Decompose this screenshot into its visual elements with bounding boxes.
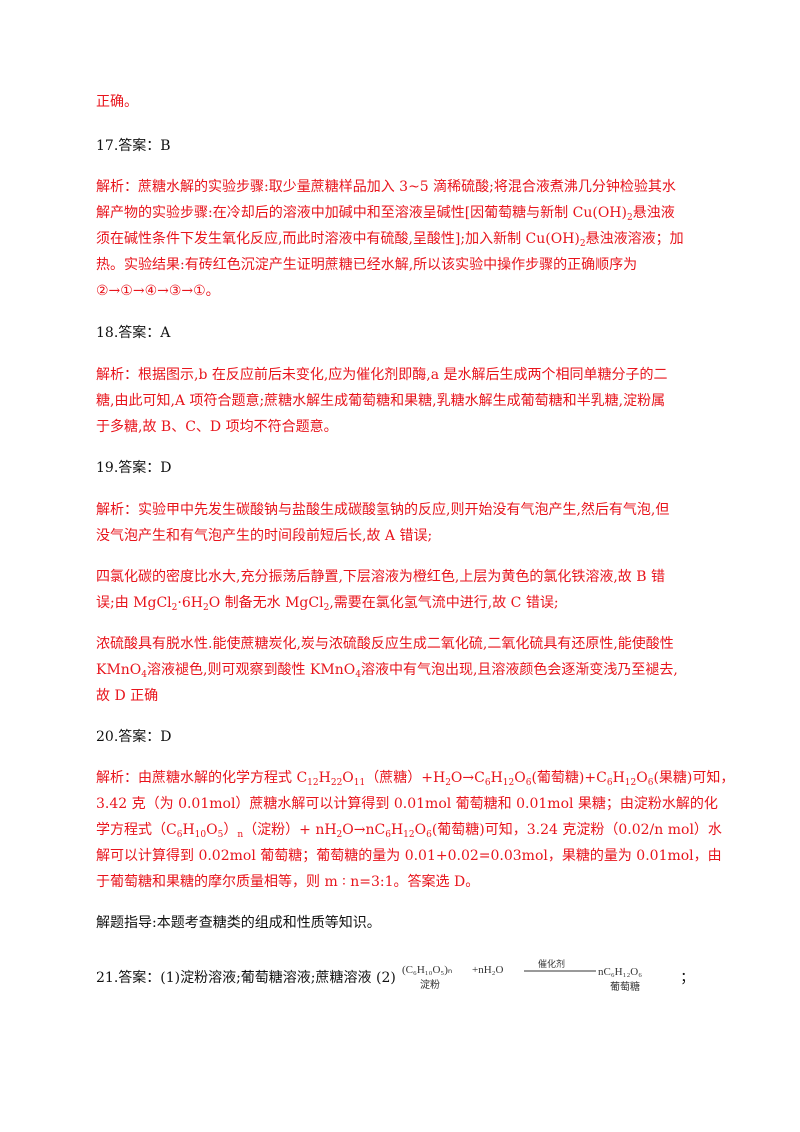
explanation-20-line-4: 解可以计算得到 0.02mol 葡萄糖；葡萄糖的量为 0.01+0.02=0.0… <box>96 848 722 864</box>
explanation-19-b-line-2: 误;由 MgCl2·6H2O 制备无水 MgCl2,需要在氯化氢气流中进行,故 … <box>96 595 559 613</box>
answer-18-heading: 18.答案：A <box>96 325 171 341</box>
explanation-19-line-1: 解析：实验甲中先发生碳酸钠与盐酸生成碳酸氢钠的反应,则开始没有气泡产生,然后有气… <box>96 502 670 518</box>
starch-hydrolysis-equation: (C₆H₁₀O₅)ₙ 淀粉 +nH₂O 催化剂 nC₆H₁₂O₆ 葡萄糖 <box>400 959 680 993</box>
equation-left-label: 淀粉 <box>420 978 440 991</box>
equation-catalyst: 催化剂 <box>538 959 565 970</box>
explanation-17-line-1: 解析：蔗糖水解的实验步骤:取少量蔗糖样品加入 3~5 滴稀硫酸;将混合液煮沸几分… <box>96 179 676 195</box>
answer-21-line: 21.答案：(1)淀粉溶液;葡萄糖溶液;蔗糖溶液 (2) (C₆H₁₀O₅)ₙ … <box>96 959 695 993</box>
explanation-19-line-2: 没气泡产生和有气泡产生的时间段前短后长,故 A 错误; <box>96 528 433 544</box>
explanation-17-line-4: 热。实验结果:有砖红色沉淀产生证明蔗糖已经水解,所以该实验中操作步骤的正确顺序为 <box>96 257 638 273</box>
explanation-19-c-line-1: 浓硫酸具有脱水性.能使蔗糖炭化,炭与浓硫酸反应生成二氧化硫,二氧化硫具有还原性,… <box>96 636 674 652</box>
explanation-17-line-3: 须在碱性条件下发生氧化反应,而此时溶液中有硫酸,呈酸性];加入新制 Cu(OH)… <box>96 231 684 249</box>
explanation-20-line-1: 解析：由蔗糖水解的化学方程式 C12H22O11（蔗糖）+H2O→C6H12O6… <box>96 770 735 788</box>
text-line: 正确。 <box>96 94 138 110</box>
explanation-17-line-5: ②→①→④→③→①。 <box>96 283 220 299</box>
explanation-19-c-line-3: 故 D 正确 <box>96 688 159 704</box>
solving-guide: 解题指导:本题考查糖类的组成和性质等知识。 <box>96 915 381 931</box>
explanation-18-line-1: 解析：根据图示,b 在反应前后未变化,应为催化剂即酶,a 是水解后生成两个相同单… <box>96 367 668 383</box>
explanation-20-line-2: 3.42 克（为 0.01mol）蔗糖水解可以计算得到 0.01mol 葡萄糖和… <box>96 796 718 812</box>
explanation-20-line-5: 于葡萄糖和果糖的摩尔质量相等，则 m ∶ n=3:1。答案选 D。 <box>96 874 480 890</box>
answer-17-heading: 17.答案：B <box>96 138 171 154</box>
explanation-19-b-line-1: 四氯化碳的密度比水大,充分振荡后静置,下层溶液为橙红色,上层为黄色的氯化铁溶液,… <box>96 569 665 585</box>
explanation-19-c-line-2: KMnO4溶液褪色,则可观察到酸性 KMnO4溶液中有气泡出现,且溶液颜色会逐渐… <box>96 662 678 680</box>
equation-right-label: 葡萄糖 <box>610 980 640 993</box>
equation-right: nC₆H₁₂O₆ <box>598 966 642 978</box>
equation-left: (C₆H₁₀O₅)ₙ <box>402 964 452 976</box>
answer-19-heading: 19.答案：D <box>96 460 172 476</box>
explanation-18-line-3: 于多糖,故 B、C、D 项均不符合题意。 <box>96 419 338 435</box>
explanation-18-line-2: 糖,由此可知,A 项符合题意;蔗糖水解生成葡萄糖和果糖,乳糖水解生成葡萄糖和半乳… <box>96 393 666 409</box>
equation-plus-water: +nH₂O <box>472 964 503 976</box>
explanation-17-line-2: 解产物的实验步骤:在冷却后的溶液中加碱中和至溶液呈碱性[因葡萄糖与新制 Cu(O… <box>96 205 675 223</box>
answer-20-heading: 20.答案：D <box>96 729 172 745</box>
explanation-20-line-3: 学方程式（C6H10O5）n（淀粉）+ nH2O→nC6H12O6(葡萄糖)可知… <box>96 822 722 840</box>
